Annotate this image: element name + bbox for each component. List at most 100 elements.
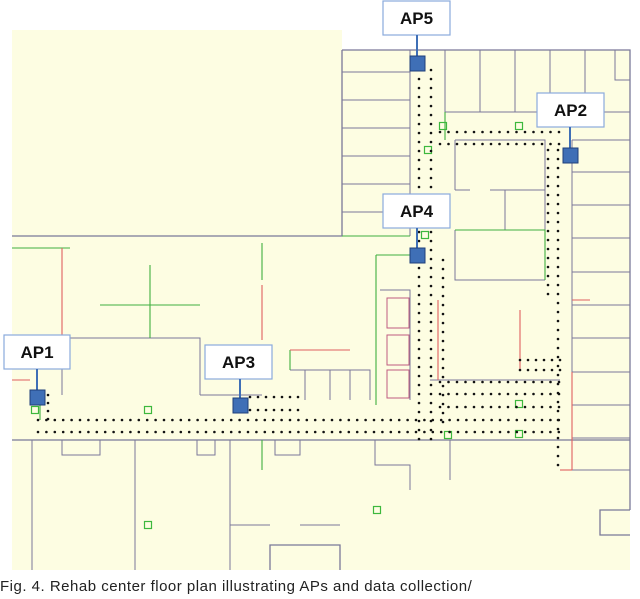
sample-point: [532, 418, 535, 422]
sample-point: [429, 338, 433, 342]
sample-point: [417, 266, 421, 270]
sample-point: [297, 430, 300, 434]
sample-point: [429, 122, 433, 126]
sample-point: [305, 418, 309, 422]
sample-point: [423, 430, 426, 434]
sample-point: [441, 357, 445, 361]
sample-point: [417, 419, 421, 423]
sample-point: [429, 347, 433, 351]
sample-point: [417, 149, 421, 153]
sample-point: [549, 380, 552, 384]
sample-point: [481, 430, 485, 434]
sample-point: [441, 411, 445, 415]
sample-point: [417, 320, 421, 324]
sample-point: [417, 356, 421, 360]
sample-point: [556, 247, 560, 251]
green-square-marker: [143, 520, 153, 530]
sample-point: [288, 418, 292, 422]
sample-point: [397, 430, 401, 434]
sample-point: [546, 265, 550, 269]
sample-point: [438, 392, 442, 396]
sample-point: [36, 418, 40, 422]
sample-point: [557, 142, 561, 146]
sample-point: [506, 142, 510, 146]
sample-point: [417, 383, 421, 387]
sample-point: [546, 256, 550, 260]
sample-point: [429, 365, 433, 369]
sample-point: [507, 418, 510, 422]
sample-point: [556, 436, 560, 440]
sample-point: [542, 368, 546, 372]
sample-point: [546, 202, 550, 206]
sample-point: [46, 401, 50, 405]
sample-point: [103, 418, 107, 422]
sample-point: [417, 311, 421, 315]
sample-point: [429, 356, 433, 360]
sample-point: [417, 122, 421, 126]
ap2-label: AP2: [554, 101, 587, 120]
sample-point: [557, 380, 561, 384]
sample-point: [472, 405, 476, 409]
sample-point: [438, 142, 442, 146]
sample-point: [498, 392, 501, 396]
sample-point: [429, 230, 433, 234]
sample-point: [61, 418, 65, 422]
sample-point: [417, 185, 421, 189]
ap4-marker: AP4: [382, 193, 451, 264]
sample-point: [429, 131, 433, 135]
sample-point: [255, 418, 258, 422]
sample-point: [103, 430, 107, 434]
sample-point: [481, 418, 485, 422]
sample-point: [389, 430, 393, 434]
ap3-label: AP3: [222, 353, 255, 372]
sample-point: [439, 418, 443, 422]
sample-point: [429, 248, 433, 252]
green-square-marker: [443, 430, 453, 440]
sample-point: [506, 130, 510, 134]
sample-point: [263, 418, 267, 422]
sample-point: [330, 418, 334, 422]
sample-point: [53, 430, 57, 434]
sample-point: [556, 373, 560, 377]
sample-point: [372, 418, 376, 422]
sample-point: [417, 338, 421, 342]
sample-point: [417, 104, 421, 108]
sample-point: [46, 417, 50, 421]
sample-point: [549, 418, 552, 422]
sample-point: [523, 392, 527, 396]
sample-point: [429, 311, 433, 315]
sample-point: [441, 312, 445, 316]
sample-point: [256, 408, 260, 412]
sample-point: [506, 380, 510, 384]
green-square-marker: [514, 121, 524, 131]
sample-point: [534, 368, 538, 372]
sample-point: [515, 142, 518, 146]
sample-point: [61, 430, 65, 434]
sample-point: [532, 430, 535, 434]
sample-point: [280, 418, 283, 422]
sample-point: [423, 418, 426, 422]
sample-point: [515, 405, 518, 409]
sample-point: [546, 220, 550, 224]
sample-point: [473, 418, 477, 422]
sample-point: [556, 400, 560, 404]
sample-point: [429, 320, 433, 324]
sample-point: [441, 348, 445, 352]
sample-point: [481, 142, 484, 146]
sample-point: [246, 430, 250, 434]
sample-point: [447, 380, 450, 384]
green-walls: [12, 112, 546, 470]
sample-point: [246, 418, 250, 422]
sample-point: [417, 131, 421, 135]
sample-point: [532, 130, 535, 134]
sample-point: [95, 418, 99, 422]
sample-point: [546, 283, 550, 287]
sample-point: [557, 130, 561, 134]
sample-point: [441, 258, 445, 262]
green-square-marker: [420, 230, 430, 240]
ap1-marker: AP1: [3, 334, 71, 406]
sample-point: [431, 418, 435, 422]
inner-rooms: [386, 297, 410, 399]
sample-point: [417, 239, 421, 243]
sample-point: [46, 393, 50, 397]
